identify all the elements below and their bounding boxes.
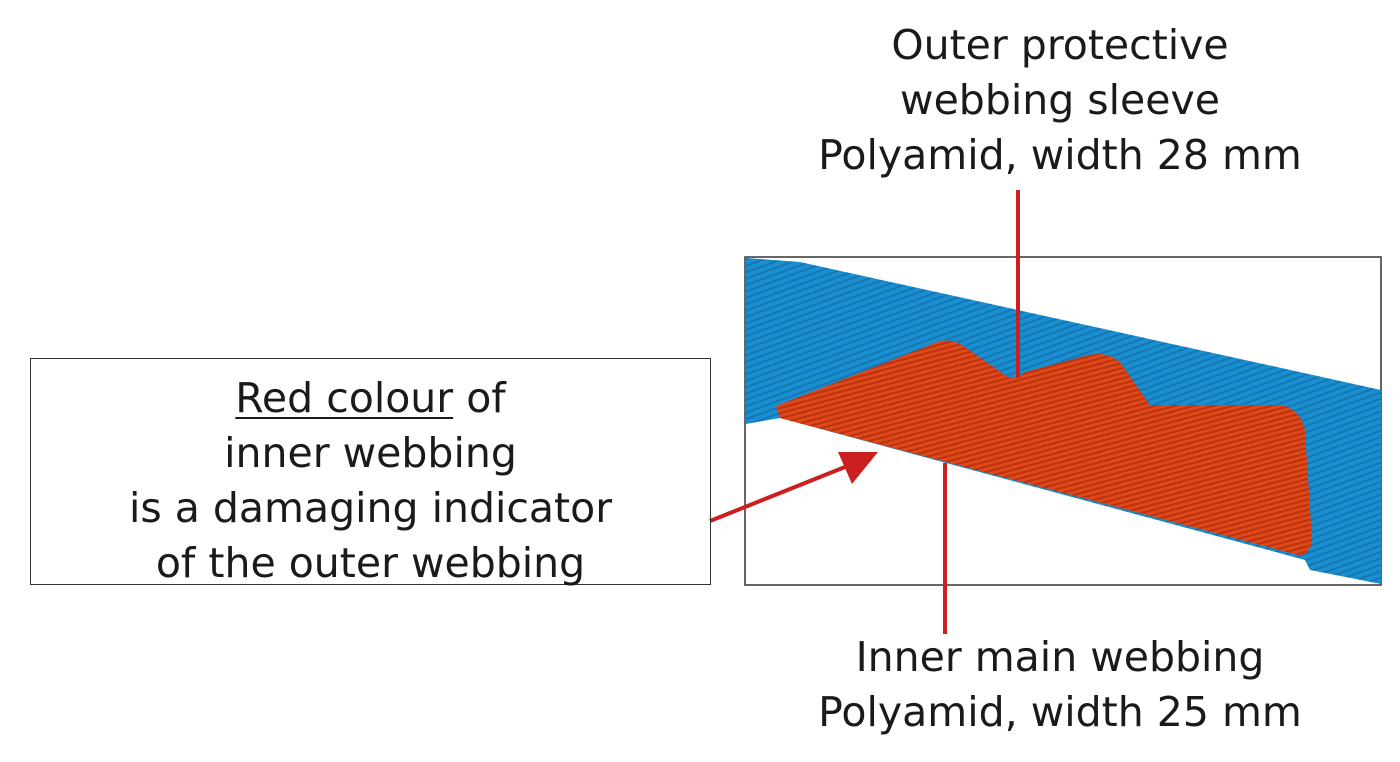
indicator-note-box: Red colour of inner webbing is a damagin… bbox=[30, 358, 711, 587]
indicator-arrow-head bbox=[838, 452, 878, 484]
indicator-arrow-line bbox=[709, 465, 846, 523]
note-line: inner webbing bbox=[224, 429, 517, 477]
note-text: of bbox=[453, 374, 506, 422]
outer-label-line: webbing sleeve bbox=[900, 76, 1220, 124]
outer-webbing-label: Outer protective webbing sleeve Polyamid… bbox=[760, 18, 1360, 183]
inner-label-line: Inner main webbing bbox=[855, 633, 1265, 681]
note-line: Red colour of bbox=[31, 371, 710, 426]
outer-label-line: Outer protective bbox=[891, 21, 1229, 69]
inner-label-line: Polyamid, width 25 mm bbox=[818, 688, 1302, 736]
outer-label-line: Polyamid, width 28 mm bbox=[818, 131, 1302, 179]
inner-webbing-label: Inner main webbing Polyamid, width 25 mm bbox=[760, 630, 1360, 740]
note-line: is a damaging indicator bbox=[128, 484, 613, 532]
note-line: of the outer webbing bbox=[155, 539, 586, 587]
inner-webbing bbox=[776, 340, 1312, 556]
note-underlined-text: Red colour bbox=[235, 374, 454, 422]
